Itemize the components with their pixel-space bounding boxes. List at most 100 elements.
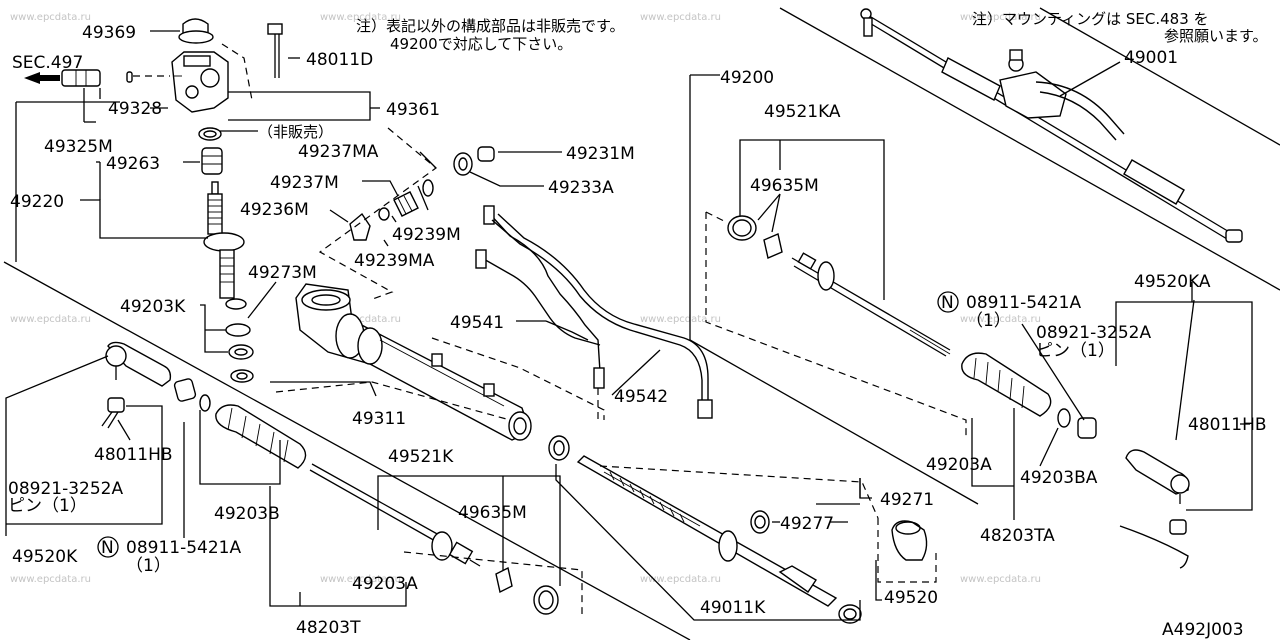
clip-49521k: [533, 585, 559, 615]
note-top-right-2: 参照願います。: [1164, 27, 1268, 45]
label-49203a-r: 49203A: [926, 455, 992, 475]
label-49203ba: 49203BA: [1020, 468, 1098, 488]
watermark: www.epcdata.ru: [640, 12, 721, 23]
left-arrow-icon: [24, 72, 40, 84]
bushing-49263: [201, 147, 223, 175]
watermarks: www.epcdata.ru www.epcdata.ru www.epcdat…: [10, 12, 1041, 585]
watermark: www.epcdata.ru: [640, 314, 721, 325]
label-49271: 49271: [880, 490, 934, 510]
label-49236m: 49236M: [240, 200, 309, 220]
label-49200: 49200: [720, 68, 774, 88]
left-tie-rod-end-group: [5, 341, 583, 615]
ring-49239m: [378, 207, 390, 221]
label-49635m-r: 49635M: [750, 176, 819, 196]
label-08921-r: 08921-3252A: [1036, 323, 1151, 343]
bolt-48011d: [267, 23, 283, 35]
watermark: www.epcdata.ru: [960, 12, 1041, 23]
label-49231m: 49231M: [566, 144, 635, 164]
label-49369: 49369: [82, 23, 136, 43]
label-49239m: 49239M: [392, 225, 461, 245]
label-n-r: N: [941, 293, 954, 313]
valve-housing-group: SEC.497: [12, 18, 283, 383]
seal-49233a: [453, 152, 473, 176]
pipe-49541: [487, 211, 601, 373]
label-48011hb-l: 48011HB: [94, 445, 173, 465]
label-n-l: N: [101, 538, 114, 558]
label-49203k: 49203K: [120, 297, 186, 317]
label-08921-r-pin: ピン（1）: [1036, 341, 1115, 361]
watermark: www.epcdata.ru: [10, 574, 91, 585]
label-08911-r: 08911-5421A: [966, 293, 1081, 313]
sec497-label: SEC.497: [12, 53, 83, 73]
fitting-49325m: [61, 69, 101, 87]
nut-r: [1077, 417, 1097, 439]
gear-housing-49311: [275, 283, 605, 441]
label-49233a: 49233A: [548, 178, 614, 198]
label-49273m: 49273M: [248, 263, 317, 283]
label-48011hb-r: 48011HB: [1188, 415, 1267, 435]
figure-code: A492J003: [1162, 620, 1244, 640]
oring-49203k-3: [230, 369, 254, 383]
valve-housing: [171, 51, 229, 113]
label-49521ka: 49521KA: [764, 102, 841, 122]
watermark: www.epcdata.ru: [640, 574, 721, 585]
label-49520ka: 49520KA: [1134, 272, 1211, 292]
ring-left-rack: [548, 435, 570, 461]
boot-l: [215, 404, 307, 469]
note-top-center-2: 49200で対応して下さい。: [390, 35, 572, 53]
spring-49237m: [393, 191, 419, 217]
label-49521k: 49521K: [388, 447, 454, 467]
right-tie-rod-end-49520ka: [1115, 282, 1253, 569]
pinion-shaft-49220: [203, 232, 245, 252]
watermark: www.epcdata.ru: [320, 574, 401, 585]
washer-49237ma: [422, 179, 434, 197]
band-49635m-r: [763, 233, 783, 259]
label-49237m: 49237M: [270, 173, 339, 193]
bushing-49520: [891, 520, 928, 561]
label-49237ma: 49237MA: [298, 142, 379, 162]
note-top-center-1: 注）表記以外の構成部品は非販売です。: [356, 17, 625, 35]
label-08911-l-qty: （1）: [126, 556, 171, 576]
oring-49203k-1: [225, 323, 251, 337]
ring-49203ba: [1057, 408, 1071, 428]
boot-r: [961, 352, 1052, 417]
pipe-49542: [491, 219, 703, 400]
label-49277: 49277: [780, 514, 834, 534]
label-08911-r-qty: （1）: [966, 311, 1011, 331]
leader-49311: [270, 381, 377, 397]
ring-49277: [750, 510, 770, 534]
center-small-parts: [318, 127, 713, 420]
leader-lines-upper-left: [80, 30, 380, 353]
leader-lines-center: [329, 151, 661, 396]
label-08911-l: 08911-5421A: [126, 538, 241, 558]
yoke-49236m: [349, 212, 371, 241]
label-hanbai: （非販売）: [258, 123, 333, 141]
assembly-49001: [860, 8, 1243, 243]
watermark: www.epcdata.ru: [10, 12, 91, 23]
label-49011k: 49011K: [700, 598, 766, 618]
nut-49231m: [477, 146, 495, 162]
ring-49011k: [838, 604, 862, 624]
oring-49203k-2: [228, 344, 254, 360]
label-49263: 49263: [106, 154, 160, 174]
note-top-right-1: 注）マウンティングは SEC.483 を: [972, 10, 1209, 28]
label-49203b: 49203B: [214, 504, 280, 524]
label-49328: 49328: [108, 99, 162, 119]
label-49001: 49001: [1124, 48, 1178, 68]
label-49203a-l: 49203A: [352, 574, 418, 594]
watermark: www.epcdata.ru: [960, 574, 1041, 585]
label-49520: 49520: [884, 588, 938, 608]
n-symbol-r: [937, 291, 959, 313]
label-08921-l-pin: ピン（1）: [8, 496, 87, 516]
label-49220: 49220: [10, 192, 64, 212]
n-symbol-l: [97, 536, 119, 558]
label-49635m-l: 49635M: [458, 503, 527, 523]
label-49361: 49361: [386, 100, 440, 120]
label-48203ta: 48203TA: [980, 526, 1055, 546]
label-08921-l: 08921-3252A: [8, 479, 123, 499]
watermark: www.epcdata.ru: [320, 314, 401, 325]
watermark: www.epcdata.ru: [960, 314, 1041, 325]
rack-group: [548, 435, 937, 624]
label-49325m: 49325M: [44, 137, 113, 157]
